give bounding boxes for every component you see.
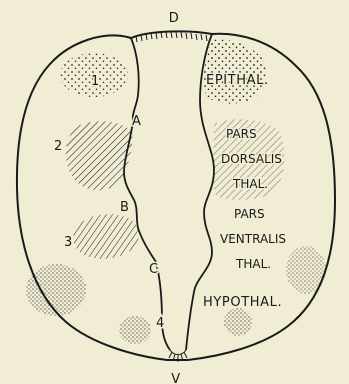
label-sulcus-a: A — [132, 114, 142, 129]
label-dorsal: D — [169, 11, 180, 26]
label-pars-ventralis-line1: PARS — [234, 207, 265, 221]
stipple-ventral-left — [119, 316, 151, 344]
label-pars-ventralis-line2: VENTRALIS — [220, 232, 286, 246]
label-pars-ventralis-line3: THAL. — [235, 257, 271, 271]
area-2-hatch — [66, 121, 133, 190]
label-pars-dorsalis-line2: DORSALIS — [221, 152, 282, 166]
stipple-lateral-left — [26, 264, 86, 316]
label-area-1: 1 — [91, 74, 100, 89]
label-hypothal: HYPOTHAL. — [203, 295, 282, 310]
label-epithal: EPITHAL. — [206, 73, 269, 88]
label-pars-dorsalis-line3: THAL. — [232, 177, 268, 191]
label-area-4: 4 — [156, 316, 165, 331]
area-3-hatch — [73, 214, 139, 259]
epithal-stipple — [204, 40, 266, 104]
label-ventral: V — [171, 372, 181, 384]
hypothal-stipple — [224, 308, 252, 336]
label-sulcus-b: B — [120, 200, 130, 215]
label-area-3: 3 — [64, 235, 73, 250]
ventricle-left-wall — [124, 38, 170, 350]
label-sulcus-c: C — [149, 262, 159, 277]
stipple-lateral-right — [286, 246, 326, 294]
label-area-2: 2 — [54, 139, 63, 154]
label-pars-dorsalis-line1: PARS — [226, 127, 257, 141]
